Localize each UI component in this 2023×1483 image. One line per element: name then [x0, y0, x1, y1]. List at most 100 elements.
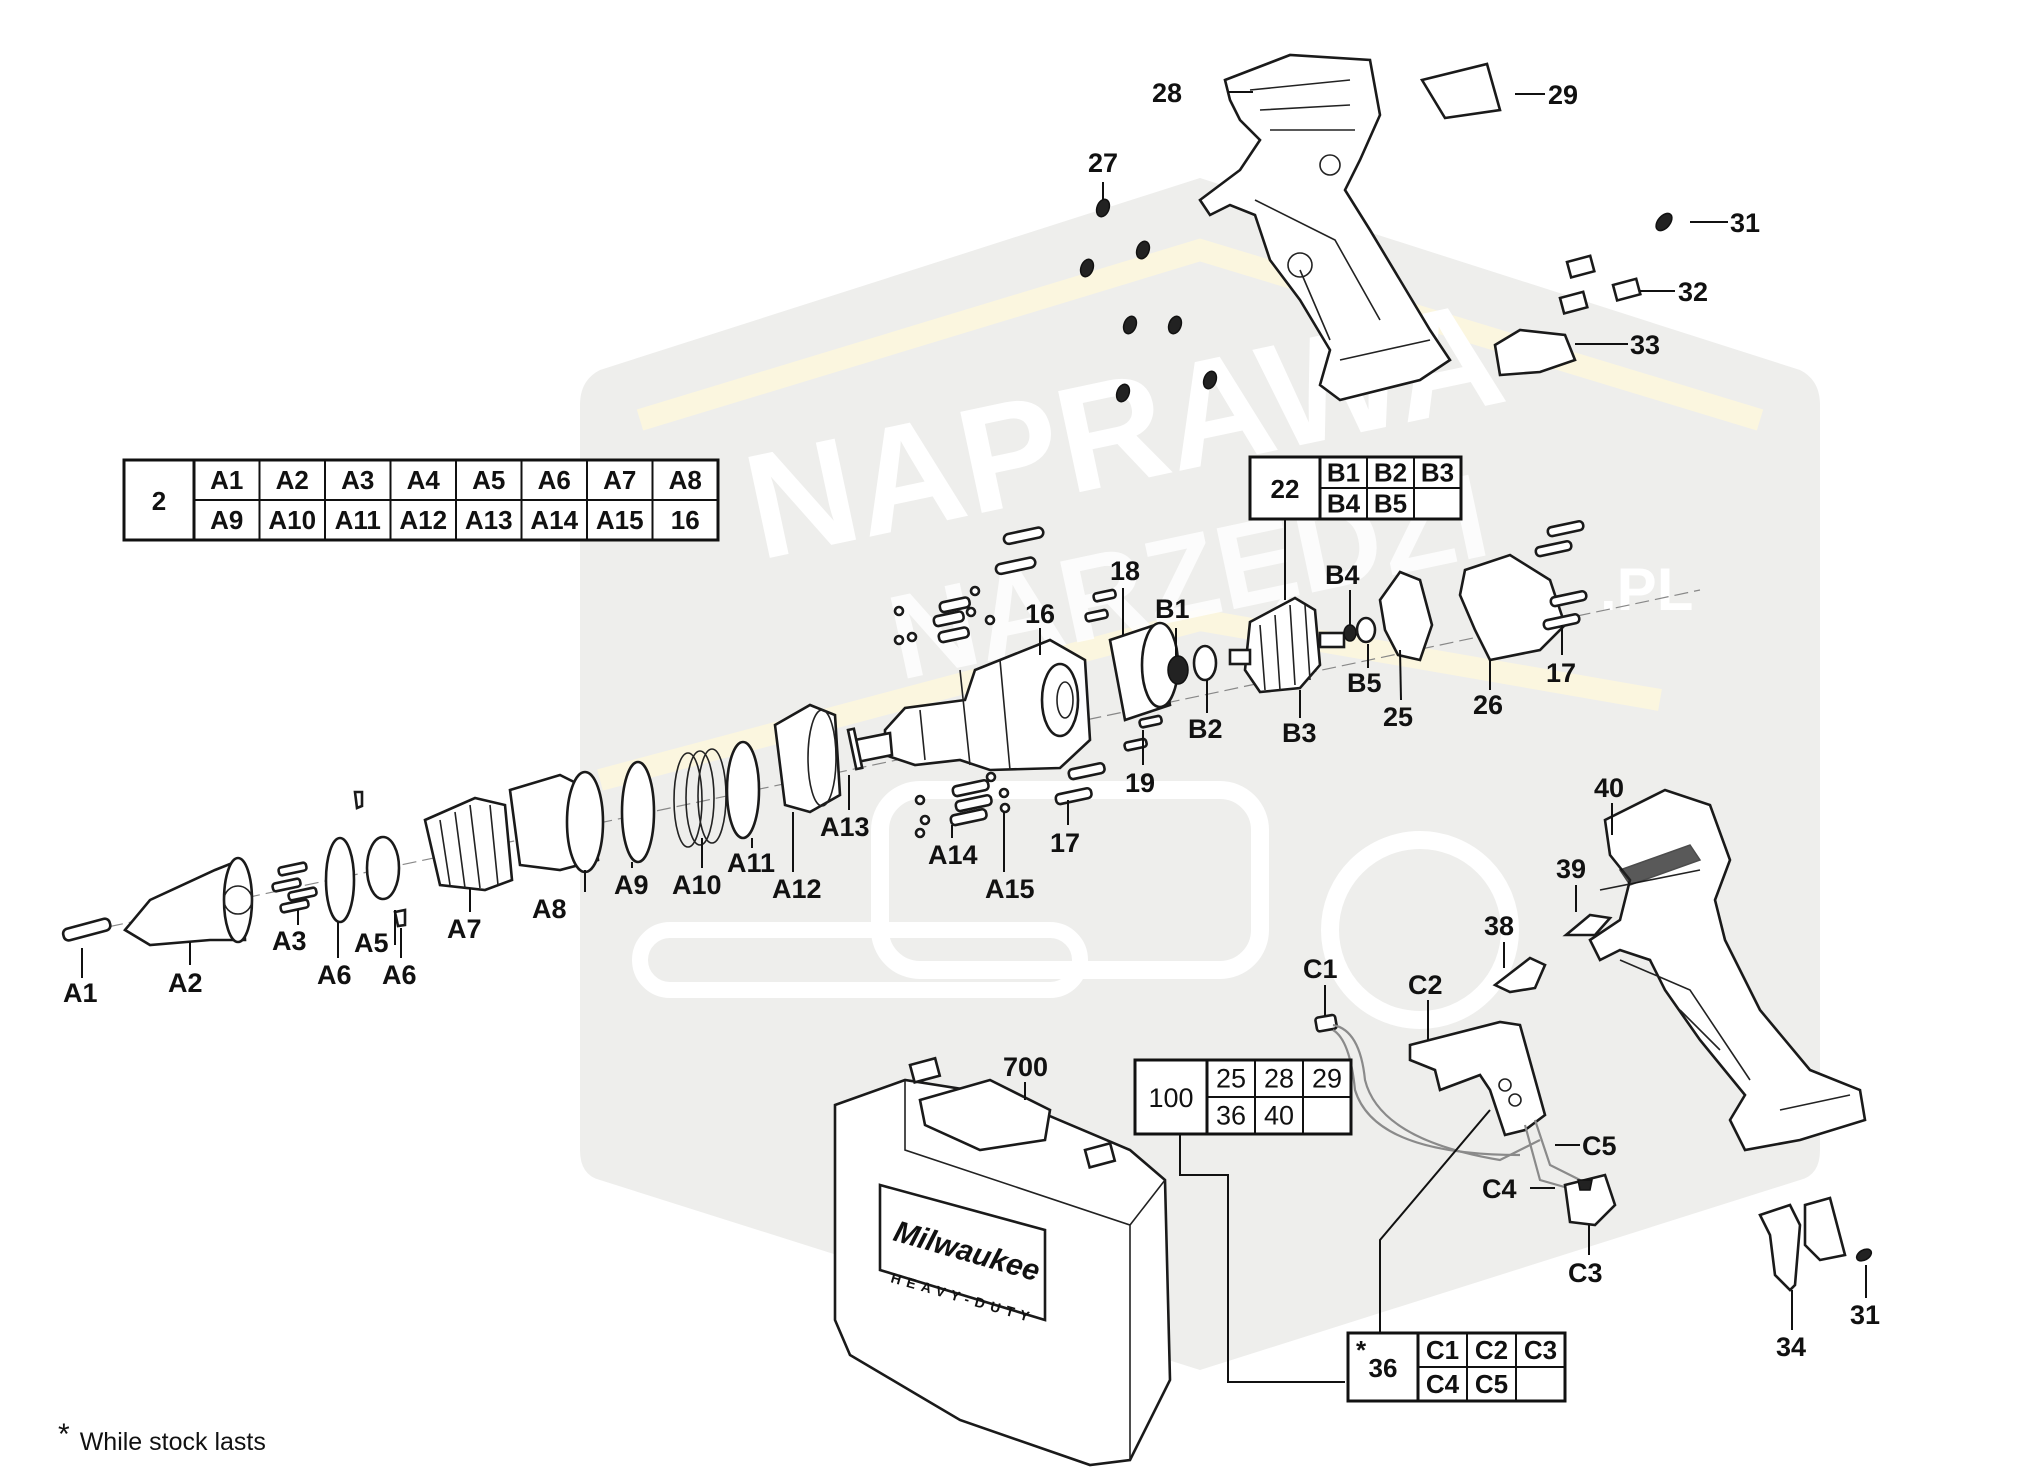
callout-17-mid: 17: [1050, 828, 1080, 858]
kit-part-cell: C4: [1426, 1369, 1460, 1399]
callout-31-bottom: 31: [1850, 1300, 1880, 1330]
terminal-block-c3: [1563, 1173, 1617, 1227]
kit-part-cell: B5: [1374, 489, 1407, 519]
kit-part-cell: 25: [1216, 1064, 1246, 1094]
callout-a13: A13: [820, 812, 870, 842]
kit-part-cell: A5: [472, 465, 505, 495]
callout-34: 34: [1776, 1332, 1806, 1362]
kit-part-cell: 16: [671, 505, 700, 535]
callout-17-right: 17: [1546, 658, 1576, 688]
callout-38: 38: [1484, 911, 1514, 941]
kit-part-cell: C5: [1475, 1369, 1508, 1399]
callout-b2: B2: [1188, 714, 1223, 744]
kit-part-cell: A12: [399, 505, 447, 535]
kit-id: 100: [1148, 1083, 1193, 1113]
kit-part-cell: A11: [335, 505, 381, 535]
callout-a1: A1: [63, 978, 98, 1008]
callout-c3: C3: [1568, 1258, 1603, 1288]
kit-id: 36: [1369, 1353, 1398, 1383]
footnote: * While stock lasts: [58, 1418, 266, 1458]
callout-700: 700: [1003, 1052, 1048, 1082]
washer-a11: [725, 740, 761, 840]
watermark-wrench-silhouette: [1321, 831, 1519, 1029]
pins-a3: [271, 861, 318, 914]
housing-half-40: [1588, 788, 1867, 1152]
ring-a9: [620, 760, 656, 864]
callout-a7: A7: [447, 914, 482, 944]
footnote-text: While stock lasts: [79, 1428, 266, 1456]
kit-part-cell: B1: [1327, 458, 1360, 488]
kit-part-cell: 36: [1216, 1101, 1246, 1131]
kit-part-cell: A8: [669, 465, 702, 495]
connector-c1: [1314, 1013, 1338, 1033]
kit-id: 2: [152, 486, 166, 516]
clips-32: [1558, 254, 1642, 316]
nut-a5: [365, 835, 401, 901]
end-cap-26: [1458, 553, 1567, 662]
callout-32: 32: [1678, 277, 1708, 307]
screws-27: [1079, 198, 1218, 403]
kit-part-cell: A7: [603, 465, 636, 495]
callout-33: 33: [1630, 330, 1660, 360]
callout-a14: A14: [928, 840, 978, 870]
gearbox-16: [853, 638, 1092, 772]
switch-c2: [1408, 1020, 1547, 1137]
kit-part-cell: A2: [276, 465, 309, 495]
switch-cover-39: [1562, 913, 1613, 937]
callout-b1: B1: [1155, 594, 1190, 624]
ring-a12: [773, 703, 842, 814]
callout-b5: B5: [1347, 668, 1382, 698]
screw-31-bottom: [1855, 1248, 1873, 1262]
housing-half-28: [1198, 53, 1452, 402]
kit-part-cell: B4: [1327, 489, 1361, 519]
clutch-cage-a7: [423, 796, 514, 892]
chuck-screw-a1: [61, 917, 112, 942]
kit-part-cell: A14: [530, 505, 578, 535]
kit-part-cell: A6: [538, 465, 571, 495]
footnote-marker: *: [58, 1418, 70, 1451]
kit-part-cell: A9: [210, 505, 243, 535]
label-plate-29: [1419, 62, 1502, 120]
callout-c4: C4: [1482, 1174, 1517, 1204]
kit-part-cell: 28: [1264, 1064, 1294, 1094]
kit-part-cell: C3: [1524, 1335, 1557, 1365]
callout-a15: A15: [985, 874, 1035, 904]
kit-part-cell: C2: [1475, 1335, 1508, 1365]
needle-pins-and-balls: [893, 526, 1163, 839]
kit-marker: *: [1356, 1335, 1367, 1365]
spring-b4: [1343, 624, 1357, 642]
callout-a2: A2: [168, 968, 203, 998]
callout-a6-left: A6: [317, 960, 352, 990]
bracket-33: [1493, 328, 1577, 377]
rotor-b3: [1228, 596, 1346, 694]
assembly-axis-line: [69, 589, 1701, 936]
callout-c5: C5: [1582, 1131, 1617, 1161]
bearing-b5: [1355, 616, 1377, 644]
kit-part-cell: A13: [465, 505, 513, 535]
callout-28: 28: [1152, 78, 1182, 108]
kit-part-cell: A10: [268, 505, 316, 535]
watermark-inner-outline: [636, 238, 1764, 431]
kit-part-cell: A3: [341, 465, 374, 495]
kit-part-cell: B2: [1374, 458, 1407, 488]
callout-a9: A9: [614, 870, 649, 900]
pin-a13: [846, 727, 864, 771]
washer-a6: [324, 836, 356, 924]
callout-b4: B4: [1325, 560, 1360, 590]
collar-a8: [508, 770, 605, 874]
callout-29: 29: [1548, 80, 1578, 110]
watermark-pliers-silhouette: [632, 922, 1088, 998]
callout-40: 40: [1594, 773, 1624, 803]
callout-c1: C1: [1303, 954, 1338, 984]
callout-31-top: 31: [1730, 208, 1760, 238]
kit-id: 22: [1271, 474, 1300, 504]
callout-c2: C2: [1408, 970, 1443, 1000]
callout-19: 19: [1125, 768, 1155, 798]
leader-lines: [81, 91, 1867, 1383]
ring-gear-18: [1108, 621, 1180, 722]
